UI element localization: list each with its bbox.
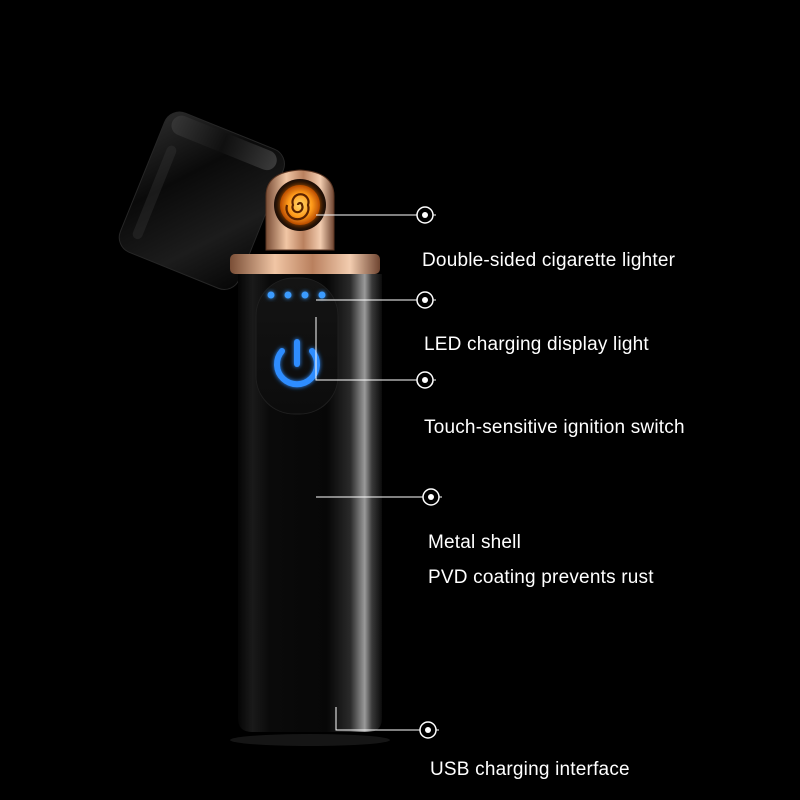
led-dot bbox=[267, 291, 275, 299]
heating-coil-icon bbox=[280, 185, 320, 225]
lighter-body bbox=[238, 274, 382, 732]
callout-shell-sublabel: PVD coating prevents rust bbox=[428, 567, 654, 588]
lighter-lid bbox=[118, 111, 285, 290]
led-dot bbox=[318, 291, 326, 299]
callout-shell-label: Metal shell bbox=[428, 532, 522, 553]
callout-target-icon bbox=[414, 206, 442, 739]
callout-line-usb bbox=[335, 707, 417, 731]
led-dot bbox=[284, 291, 292, 299]
metal-collar bbox=[230, 254, 380, 274]
callout-coil-label: Double-sided cigarette lighter bbox=[422, 250, 676, 271]
led-indicator bbox=[267, 291, 326, 299]
callout-usb-label: USB charging interface bbox=[430, 759, 630, 780]
power-icon[interactable] bbox=[274, 339, 320, 388]
callout-lines bbox=[315, 214, 420, 731]
led-dot bbox=[301, 291, 309, 299]
callout-led-label: LED charging display light bbox=[424, 334, 649, 355]
callout-line-switch bbox=[315, 317, 414, 381]
heating-coil-assembly bbox=[265, 169, 335, 251]
callout-switch-label: Touch-sensitive ignition switch bbox=[424, 417, 685, 438]
